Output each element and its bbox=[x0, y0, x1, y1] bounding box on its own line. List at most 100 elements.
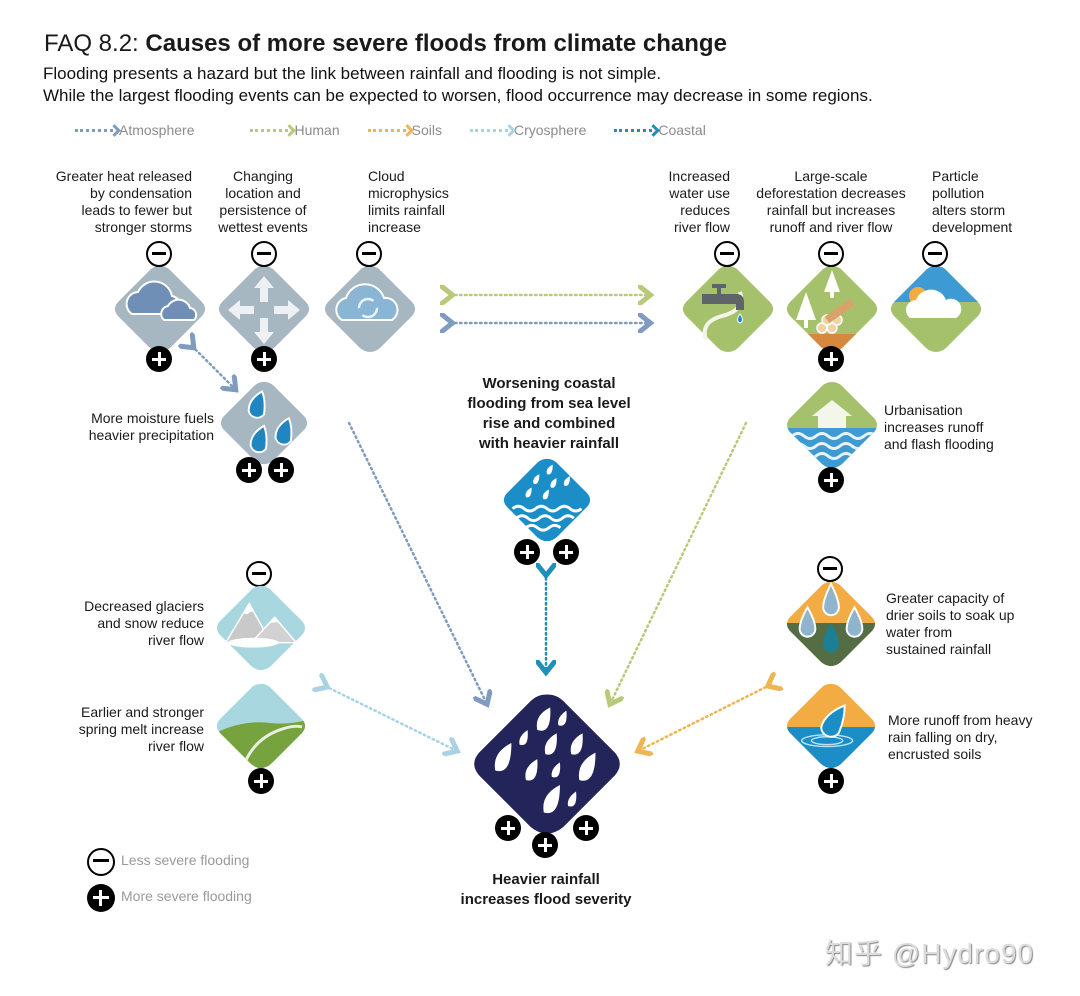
label-line: alters storm bbox=[932, 202, 1006, 218]
label-line: reduces bbox=[680, 202, 730, 218]
key-plus-label: More severe flooding bbox=[121, 888, 252, 904]
heavy-rain-icon bbox=[474, 694, 620, 834]
label-line: spring melt increase bbox=[78, 721, 204, 737]
legend-label: Atmosphere bbox=[119, 122, 195, 138]
plus-effect-icon bbox=[553, 539, 579, 565]
arrow-legend: Atmosphere Human Soils Cryosphere Coasta… bbox=[75, 122, 734, 138]
minus-effect-icon bbox=[251, 241, 277, 267]
key-minus-icon bbox=[87, 848, 115, 876]
plus-effect-icon bbox=[268, 457, 294, 483]
label-line: More runoff from heavy bbox=[888, 712, 1033, 728]
label-line: Cloud bbox=[368, 168, 405, 184]
cloud-cycle-icon bbox=[325, 266, 415, 352]
label-line: Increased bbox=[668, 168, 730, 184]
legend-coastal: Coastal bbox=[614, 122, 706, 138]
label-line: runoff and river flow bbox=[769, 219, 893, 235]
dotted-arrow-icon bbox=[250, 128, 289, 132]
label-line: increases runoff bbox=[884, 419, 984, 435]
label-line: water from bbox=[886, 624, 953, 640]
plus-effect-icon bbox=[248, 768, 274, 794]
label-line: rise and combined bbox=[482, 415, 616, 432]
label-line: Changing bbox=[233, 168, 293, 184]
tap-icon bbox=[683, 266, 773, 352]
label-line: heavier precipitation bbox=[88, 427, 214, 443]
sun-cloud-icon bbox=[891, 266, 981, 352]
label-line: river flow bbox=[147, 738, 204, 754]
legend-cryosphere: Cryosphere bbox=[469, 122, 586, 138]
plus-effect-icon bbox=[514, 539, 540, 565]
label-line: rainfall but increases bbox=[766, 202, 896, 218]
label-line: increases flood severity bbox=[460, 891, 632, 908]
label-line: limits rainfall bbox=[368, 202, 446, 218]
rain-waves-icon bbox=[503, 458, 591, 542]
river-valley-icon bbox=[216, 683, 306, 769]
label-line: Greater heat released bbox=[55, 168, 192, 184]
plus-effect-icon bbox=[573, 815, 599, 841]
subtitle-line-1: Flooding presents a hazard but the link … bbox=[43, 64, 662, 83]
label-line: drier soils to soak up bbox=[886, 607, 1015, 623]
label-line: persistence of bbox=[219, 202, 307, 218]
key-minus-label: Less severe flooding bbox=[121, 852, 250, 868]
dotted-arrow-icon bbox=[469, 128, 508, 132]
minus-effect-icon bbox=[246, 561, 272, 587]
minus-effect-icon bbox=[922, 241, 948, 267]
mountains-icon bbox=[216, 585, 306, 671]
label-line: sustained rainfall bbox=[886, 641, 992, 657]
drop-splash-icon bbox=[786, 683, 876, 769]
label-line: Worsening coastal bbox=[482, 375, 616, 392]
minus-effect-icon bbox=[146, 241, 172, 267]
label-line: microphysics bbox=[368, 185, 449, 201]
label-line: Greater capacity of bbox=[886, 590, 1005, 606]
label-line: Particle bbox=[932, 168, 979, 184]
label-line: by condensation bbox=[90, 185, 192, 201]
label-line: river flow bbox=[147, 632, 204, 648]
label-heavier-rainfall: Heavier rainfall increases flood severity bbox=[436, 870, 656, 910]
label-line: stronger storms bbox=[94, 219, 192, 235]
label-line: Heavier rainfall bbox=[492, 871, 600, 888]
label-line: leads to fewer but bbox=[81, 202, 192, 218]
plus-effect-icon bbox=[236, 457, 262, 483]
cloud-icon bbox=[115, 266, 205, 352]
plus-effect-icon bbox=[146, 346, 172, 372]
label-line: increase bbox=[368, 219, 421, 235]
plus-effect-icon bbox=[251, 346, 277, 372]
legend-label: Coastal bbox=[658, 122, 706, 138]
minus-effect-icon bbox=[817, 556, 843, 582]
dotted-arrow-icon bbox=[614, 128, 653, 132]
label-line: pollution bbox=[932, 185, 985, 201]
watermark: 知乎 @Hydro90 bbox=[825, 938, 1035, 969]
dotted-arrow-icon bbox=[367, 128, 406, 132]
flooded-house-icon bbox=[787, 382, 877, 468]
label-line: river flow bbox=[673, 219, 730, 235]
key-plus-icon bbox=[87, 884, 115, 912]
subtitle-line-2: While the largest flooding events can be… bbox=[43, 86, 873, 105]
legend-atmosphere: Atmosphere bbox=[75, 122, 194, 138]
label-line: with heavier rainfall bbox=[478, 435, 620, 452]
legend-human: Human bbox=[250, 122, 340, 138]
minus-effect-icon bbox=[714, 241, 740, 267]
label-line: deforestation decreases bbox=[756, 185, 906, 201]
title-prefix: FAQ 8.2: bbox=[44, 30, 146, 57]
plus-effect-icon bbox=[818, 467, 844, 493]
move-arrows-icon bbox=[219, 266, 309, 352]
dotted-arrow-icon bbox=[75, 128, 113, 132]
label-line: Large-scale bbox=[794, 168, 868, 184]
label-line: Earlier and stronger bbox=[81, 704, 204, 720]
label-line: encrusted soils bbox=[888, 746, 982, 762]
minus-effect-icon bbox=[818, 241, 844, 267]
plus-effect-icon bbox=[818, 768, 844, 794]
label-line: wettest events bbox=[218, 219, 308, 235]
label-line: location and bbox=[225, 185, 301, 201]
